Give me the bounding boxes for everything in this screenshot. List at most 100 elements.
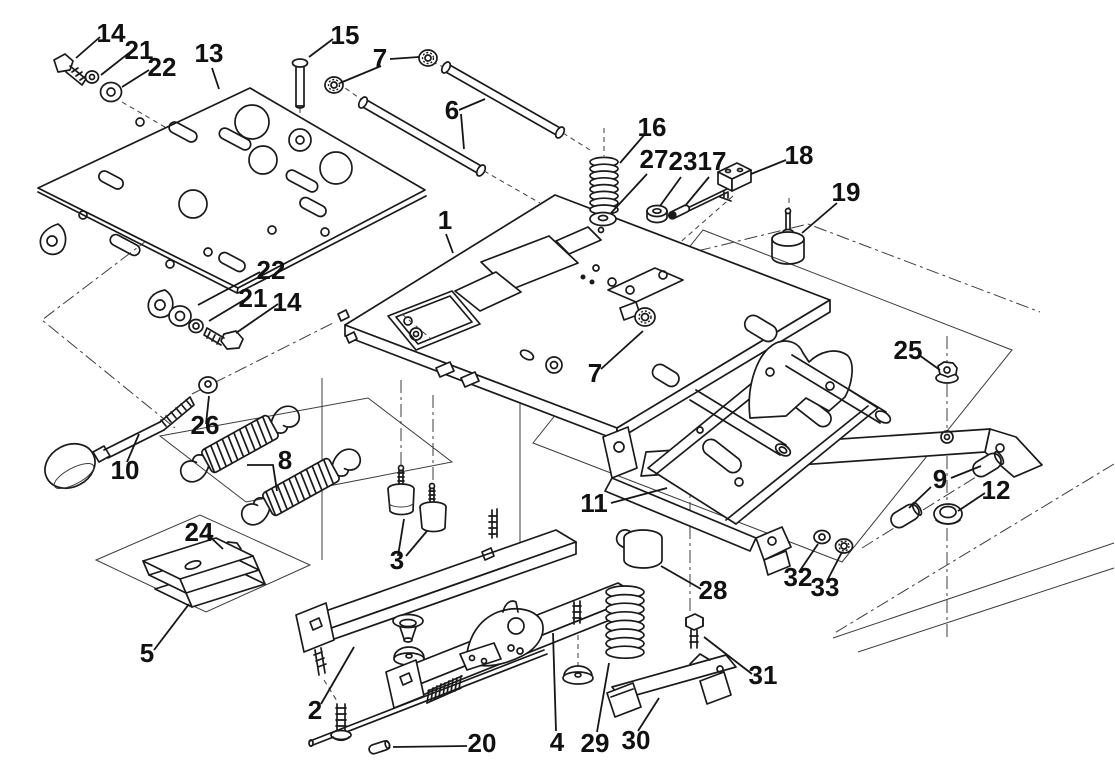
- callout-leader-10: [126, 433, 140, 463]
- part-11-suspension-frame: [602, 314, 1043, 576]
- part-30-latch-bracket: [606, 653, 737, 718]
- part-12-bushing: [933, 503, 963, 525]
- callout-label-19: 19: [832, 177, 861, 207]
- callout-leader-7: [389, 56, 420, 60]
- callout-label-29: 29: [581, 728, 610, 758]
- part-20-pin: [368, 740, 391, 755]
- callout-leader-22: [121, 69, 150, 88]
- callout-label-28: 28: [699, 575, 728, 605]
- callout-leader-14: [235, 303, 279, 334]
- callout-label-7: 7: [373, 43, 387, 73]
- callout-label-27: 27: [640, 144, 669, 174]
- part-14-bolt-top: [53, 53, 87, 86]
- part-18-switch: [717, 162, 752, 202]
- callout-label-32: 32: [784, 562, 813, 592]
- callout-leader-15: [308, 38, 334, 58]
- callout-leader-27: [610, 173, 648, 214]
- part-28-cap: [623, 529, 663, 569]
- callout-label-9: 9: [933, 464, 947, 494]
- callout-leader-13: [211, 67, 220, 90]
- part-15-pin: [291, 58, 309, 109]
- callout-label-21: 21: [125, 35, 154, 65]
- part-6-rods: [357, 61, 566, 177]
- callout-leader-28: [660, 565, 702, 590]
- callout-label-12: 12: [982, 475, 1011, 505]
- callout-leader-26: [205, 395, 210, 425]
- callout-leader-33: [826, 551, 843, 582]
- callout-label-33: 33: [811, 572, 840, 602]
- callout-label-17: 17: [698, 146, 727, 176]
- part-10-knob: [44, 396, 195, 490]
- part-8-spring-a: [179, 405, 301, 483]
- callout-leader-21: [208, 299, 245, 322]
- callout-leader-32: [798, 543, 819, 573]
- part-27-washer: [589, 211, 617, 234]
- part-9-spacers: [890, 450, 1005, 529]
- callout-label-31: 31: [749, 660, 778, 690]
- part-21-washer-top: [84, 70, 100, 84]
- callout-label-5: 5: [140, 638, 154, 668]
- part-22-washer-top: [99, 81, 123, 103]
- callout-label-18: 18: [785, 140, 814, 170]
- callout-leader-20: [392, 745, 468, 748]
- callout-leader-7: [339, 65, 382, 84]
- callout-label-8: 8: [278, 445, 292, 475]
- callout-label-30: 30: [622, 725, 651, 755]
- callout-label-11: 11: [580, 488, 608, 518]
- part-26-washer: [198, 376, 218, 394]
- callout-leader-5: [153, 603, 190, 651]
- callout-leader-6: [460, 113, 465, 150]
- part-3-bumpers: [387, 464, 447, 533]
- callout-leader-4: [552, 632, 557, 732]
- part-17-pin: [667, 204, 691, 220]
- callout-label-2: 2: [308, 695, 322, 725]
- callout-label-14: 14: [273, 287, 302, 317]
- callout-leader-2: [320, 646, 355, 705]
- callout-leader-3: [405, 530, 428, 557]
- part-32-washer: [813, 529, 831, 545]
- part-14-bolt-lower: [203, 327, 244, 350]
- callout-label-23: 23: [669, 146, 698, 176]
- callout-label-14: 14: [97, 18, 126, 48]
- callout-label-16: 16: [638, 112, 667, 142]
- callout-leader-24: [206, 533, 224, 550]
- callout-leader-25: [918, 354, 941, 371]
- callout-leader-23: [659, 176, 682, 207]
- part-5-slide-plate: [142, 537, 266, 608]
- callout-label-3: 3: [390, 545, 404, 575]
- callout-leader-9: [908, 486, 932, 509]
- callout-leader-21: [100, 52, 130, 76]
- callout-label-22: 22: [148, 52, 177, 82]
- part-7-lock-washers: [324, 49, 438, 94]
- callout-leader-18: [750, 159, 787, 175]
- part-23-washer: [646, 204, 668, 224]
- part-8-spring-b: [240, 448, 362, 526]
- callout-label-21: 21: [239, 283, 268, 313]
- callout-leader-11: [610, 487, 668, 504]
- callout-leader-8: [247, 464, 278, 492]
- callout-leader-14: [75, 36, 101, 59]
- part-29-spring: [605, 585, 645, 660]
- part-22-washer-lower: [168, 305, 192, 327]
- callout-leader-6: [458, 98, 486, 111]
- callout-label-15: 15: [331, 20, 360, 50]
- callout-label-20: 20: [468, 728, 497, 758]
- callout-leader-31: [703, 636, 753, 675]
- callout-leader-29: [596, 662, 610, 733]
- callout-leader-16: [619, 133, 646, 164]
- callout-label-10: 10: [111, 455, 140, 485]
- callout-leader-12: [957, 492, 986, 512]
- part-2-4-slide-rails: [295, 508, 641, 748]
- callout-label-6: 6: [445, 95, 459, 125]
- part-31-bolt: [685, 613, 704, 649]
- callout-label-22: 22: [257, 255, 286, 285]
- callout-leader-30: [637, 697, 660, 732]
- callout-leader-19: [801, 202, 838, 234]
- callout-label-4: 4: [550, 727, 565, 757]
- callout-leader-1: [445, 233, 454, 254]
- callout-leader-7: [600, 330, 644, 370]
- callout-leader-9: [950, 465, 982, 479]
